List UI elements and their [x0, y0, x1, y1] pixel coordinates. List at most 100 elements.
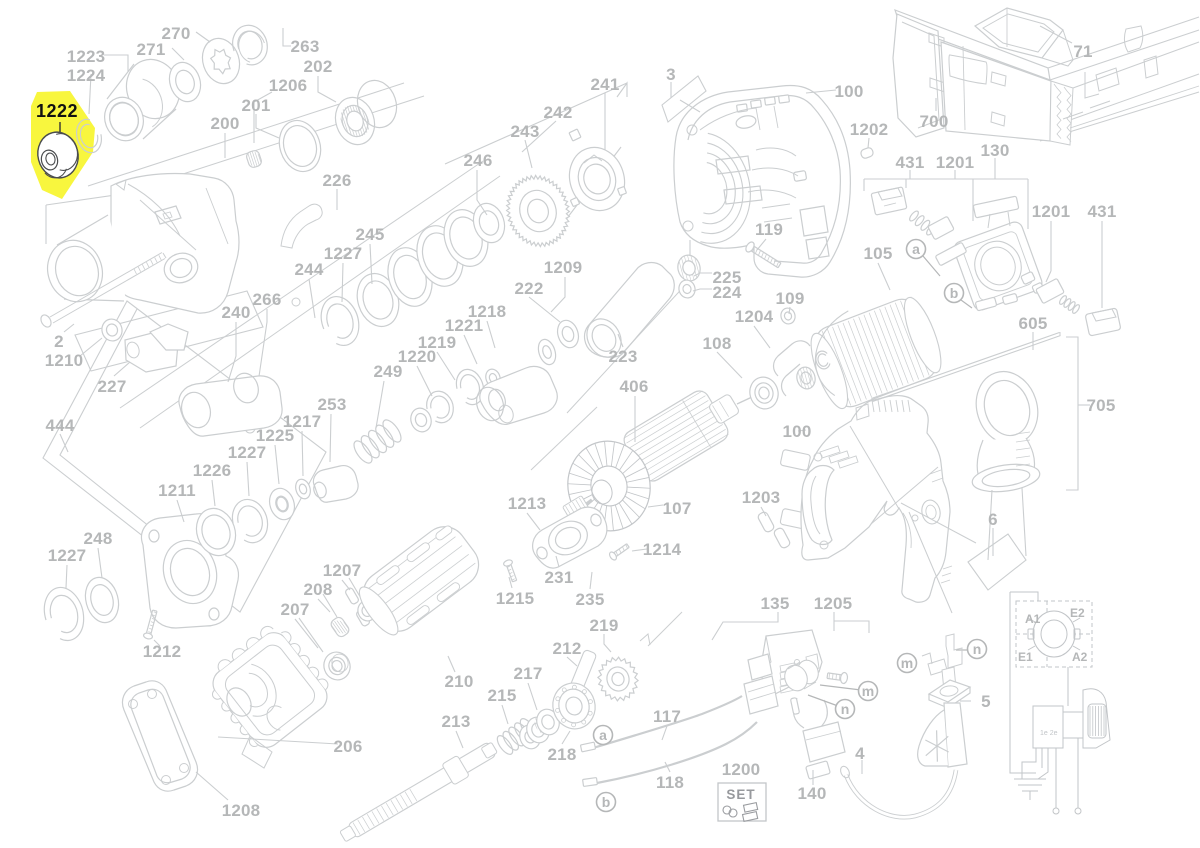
svg-text:1220: 1220 — [398, 347, 437, 366]
svg-text:431: 431 — [896, 153, 925, 172]
svg-text:1221: 1221 — [445, 316, 484, 335]
svg-text:242: 242 — [544, 103, 573, 122]
svg-text:700: 700 — [920, 112, 949, 131]
svg-text:202: 202 — [304, 57, 333, 76]
svg-text:1214: 1214 — [643, 540, 682, 559]
svg-text:m: m — [901, 655, 913, 671]
svg-text:208: 208 — [304, 580, 333, 599]
svg-text:117: 117 — [653, 707, 681, 726]
svg-text:1203: 1203 — [742, 488, 781, 507]
svg-text:140: 140 — [798, 784, 827, 803]
svg-text:270: 270 — [162, 24, 191, 43]
svg-text:1209: 1209 — [544, 258, 583, 277]
svg-text:1204: 1204 — [735, 307, 774, 326]
svg-text:215: 215 — [488, 686, 517, 705]
svg-text:A1: A1 — [1025, 612, 1041, 626]
svg-text:1208: 1208 — [222, 801, 261, 820]
svg-text:1201: 1201 — [936, 153, 975, 172]
svg-text:1227: 1227 — [48, 546, 87, 565]
svg-text:241: 241 — [591, 75, 620, 94]
svg-text:71: 71 — [1073, 42, 1092, 61]
svg-text:E1: E1 — [1018, 650, 1033, 664]
svg-text:1e 2e: 1e 2e — [1040, 730, 1058, 737]
svg-text:271: 271 — [137, 40, 166, 59]
svg-text:4: 4 — [855, 744, 865, 763]
svg-text:5: 5 — [981, 692, 991, 711]
svg-text:130: 130 — [981, 141, 1010, 160]
svg-text:218: 218 — [548, 745, 577, 764]
svg-text:1206: 1206 — [269, 76, 308, 95]
svg-text:1222: 1222 — [36, 101, 78, 121]
svg-text:2: 2 — [54, 332, 64, 351]
svg-text:240: 240 — [222, 303, 251, 322]
svg-text:105: 105 — [864, 244, 893, 263]
svg-text:1226: 1226 — [193, 461, 232, 480]
svg-text:118: 118 — [656, 773, 684, 792]
svg-text:SET: SET — [726, 787, 755, 802]
svg-text:a: a — [599, 727, 607, 743]
svg-text:6: 6 — [988, 510, 998, 529]
svg-text:206: 206 — [334, 737, 363, 756]
svg-text:107: 107 — [663, 499, 692, 518]
svg-text:444: 444 — [46, 416, 75, 435]
svg-text:249: 249 — [374, 362, 403, 381]
svg-text:200: 200 — [211, 114, 240, 133]
svg-text:243: 243 — [511, 122, 540, 141]
svg-text:245: 245 — [356, 225, 385, 244]
svg-text:1202: 1202 — [850, 120, 889, 139]
svg-text:222: 222 — [515, 279, 544, 298]
svg-text:1219: 1219 — [418, 333, 457, 352]
svg-text:108: 108 — [703, 334, 732, 353]
svg-text:1210: 1210 — [45, 351, 84, 370]
svg-text:225: 225 — [713, 268, 742, 287]
svg-text:135: 135 — [761, 594, 790, 613]
svg-text:1215: 1215 — [496, 589, 535, 608]
svg-text:227: 227 — [98, 377, 127, 396]
svg-text:119: 119 — [755, 220, 783, 239]
svg-text:248: 248 — [84, 529, 113, 548]
svg-text:a: a — [912, 241, 920, 257]
svg-text:226: 226 — [323, 171, 352, 190]
svg-text:1217: 1217 — [283, 412, 322, 431]
svg-text:1201: 1201 — [1032, 202, 1071, 221]
svg-text:1213: 1213 — [508, 494, 547, 513]
svg-text:A2: A2 — [1072, 650, 1088, 664]
svg-text:1227: 1227 — [324, 244, 363, 263]
svg-text:207: 207 — [281, 600, 310, 619]
svg-text:1200: 1200 — [722, 760, 761, 779]
svg-text:253: 253 — [318, 395, 347, 414]
svg-text:213: 213 — [442, 712, 471, 731]
svg-text:3: 3 — [666, 65, 676, 84]
svg-text:217: 217 — [514, 664, 543, 683]
svg-text:212: 212 — [553, 639, 582, 658]
svg-text:1212: 1212 — [143, 642, 182, 661]
svg-text:109: 109 — [776, 289, 805, 308]
svg-text:219: 219 — [590, 616, 619, 635]
svg-text:223: 223 — [609, 347, 638, 366]
svg-text:231: 231 — [545, 568, 574, 587]
svg-text:b: b — [602, 794, 611, 810]
svg-text:210: 210 — [445, 672, 474, 691]
svg-text:224: 224 — [713, 283, 742, 302]
svg-text:1205: 1205 — [814, 594, 853, 613]
svg-text:406: 406 — [620, 377, 649, 396]
svg-text:1207: 1207 — [323, 561, 362, 580]
svg-text:246: 246 — [464, 151, 493, 170]
svg-text:1225: 1225 — [256, 426, 295, 445]
svg-text:1218: 1218 — [468, 302, 507, 321]
svg-text:n: n — [841, 701, 850, 717]
svg-text:605: 605 — [1019, 314, 1048, 333]
svg-text:m: m — [862, 683, 874, 699]
svg-text:E2: E2 — [1070, 606, 1085, 620]
svg-text:1227: 1227 — [228, 443, 267, 462]
svg-text:100: 100 — [783, 422, 812, 441]
svg-text:235: 235 — [576, 590, 605, 609]
svg-text:1211: 1211 — [158, 481, 196, 500]
svg-text:1223: 1223 — [67, 47, 106, 66]
svg-text:244: 244 — [295, 260, 324, 279]
svg-text:201: 201 — [242, 96, 271, 115]
svg-text:n: n — [973, 641, 982, 657]
svg-text:705: 705 — [1087, 396, 1116, 415]
svg-text:b: b — [950, 285, 959, 301]
svg-text:431: 431 — [1088, 202, 1117, 221]
